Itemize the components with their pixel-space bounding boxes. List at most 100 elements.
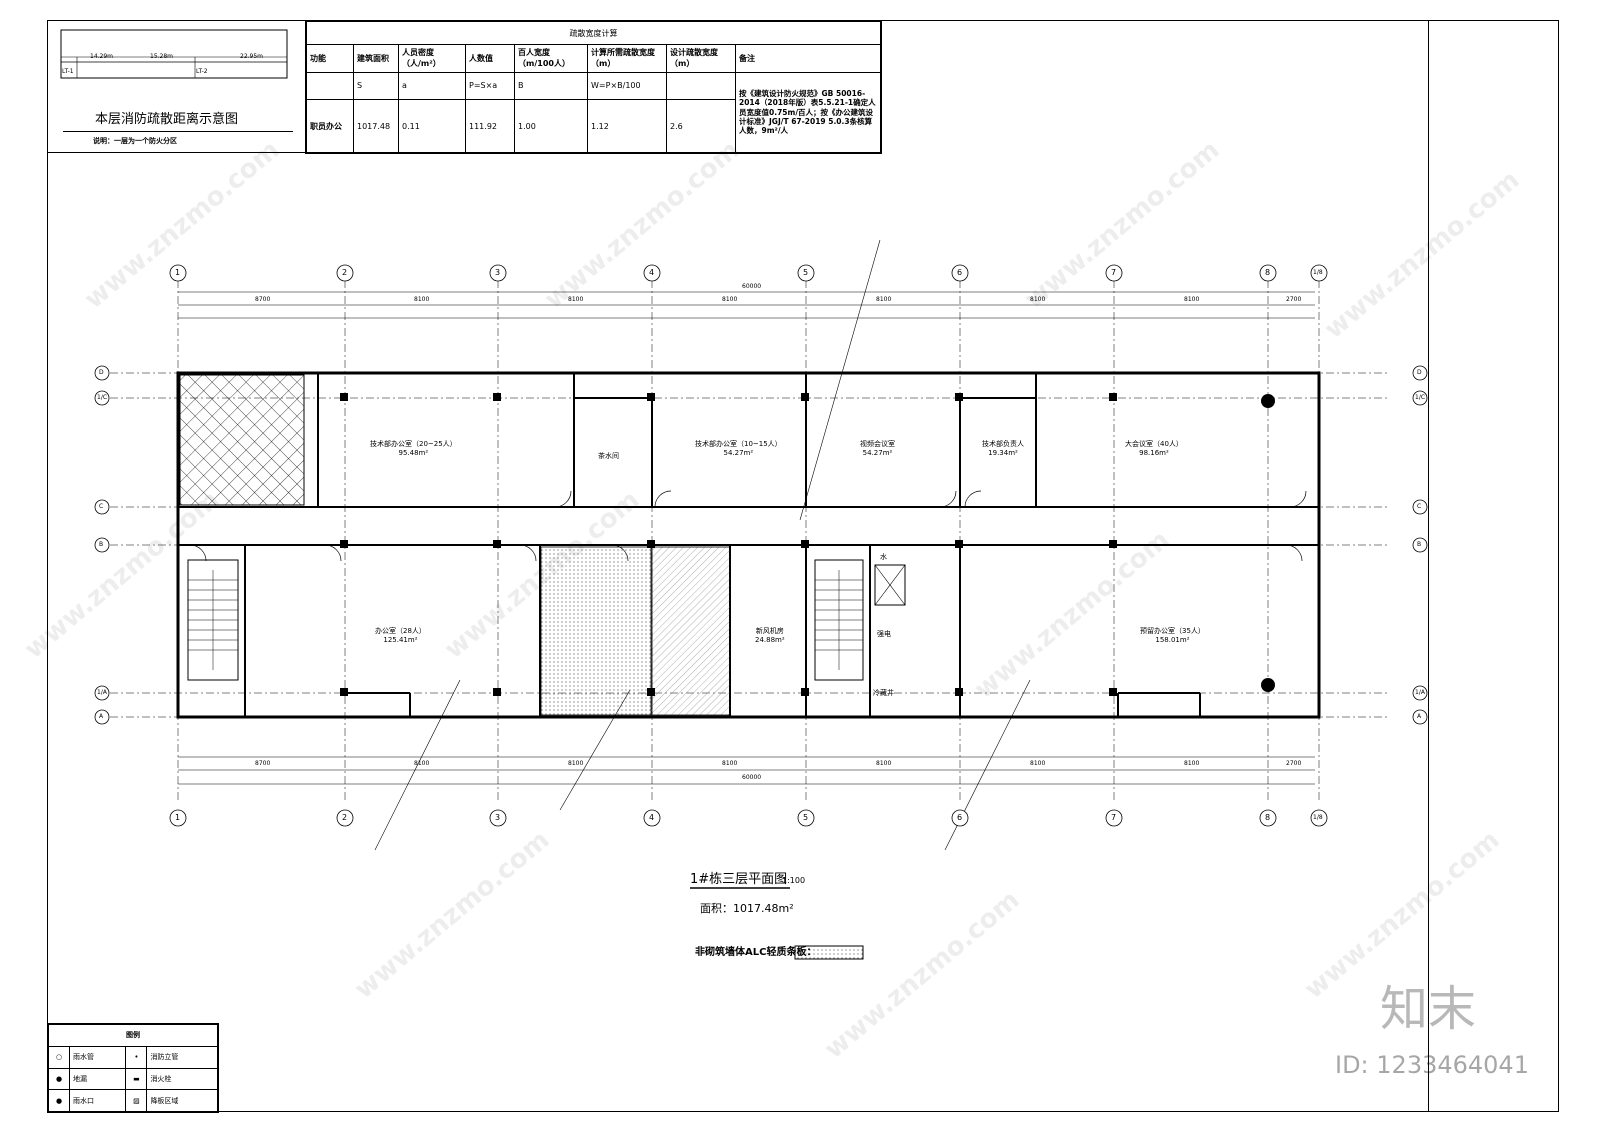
plan-scale: 1:100	[782, 876, 806, 885]
calc-symbol: W=P×B/100	[587, 71, 667, 101]
room-label: 技术部办公室（10~15人）54.27m²	[695, 440, 782, 458]
span-dim: 8100	[414, 760, 430, 767]
axis-label: 2	[342, 813, 348, 822]
elevator	[874, 564, 906, 606]
legend-label: 降板区域	[146, 1089, 218, 1112]
span-dim: 8100	[414, 296, 430, 303]
row-axis-label: 1/A	[1415, 689, 1425, 696]
evac-title-underline	[63, 131, 293, 132]
calc-cell: 1.12	[587, 99, 667, 153]
calc-symbol	[306, 71, 354, 101]
calc-header: 备注	[735, 44, 881, 73]
legend-symbol: ▬	[125, 1067, 148, 1091]
axis-bubbles	[94, 264, 1428, 827]
room-label: 冷藏井	[873, 689, 894, 697]
legend-symbol: ●	[48, 1067, 70, 1091]
calc-cell: 0.11	[398, 99, 466, 153]
span-dim: 8100	[876, 760, 892, 767]
toilet-area	[179, 374, 305, 506]
axis-label: 1/8	[1313, 814, 1323, 821]
plan-title: 1#栋三层平面图	[690, 872, 788, 887]
row-axis-label: C	[1417, 503, 1422, 510]
legend-symbol: •	[125, 1045, 148, 1069]
calc-symbol	[666, 71, 736, 101]
span-dim: 8100	[722, 296, 738, 303]
row-axis-label: 1/A	[97, 689, 107, 696]
legend-box: 图例 ○ 雨水管 • 消防立管 ● 地漏 ▬ 消火栓 ● 雨水口 ▨ 降板区域	[47, 1023, 219, 1113]
row-axis-label: 1/C	[1415, 394, 1426, 401]
room-label: 预留办公室（35人）158.01m²	[1140, 627, 1205, 645]
span-dim: 60000	[742, 283, 762, 290]
calc-cell: 2.6	[666, 99, 736, 153]
legend-symbol: ▨	[125, 1089, 148, 1112]
axis-label: 1	[175, 268, 181, 277]
span-dim: 8700	[255, 760, 271, 767]
span-dim: 60000	[742, 774, 762, 781]
span-dim: 8100	[1184, 296, 1200, 303]
evac-diagram-title: 本层消防疏散距离示意图	[95, 112, 239, 127]
alc-note: 非砌筑墙体ALC轻质条板：	[695, 947, 817, 958]
calc-symbol: B	[514, 71, 588, 101]
span-dim: 8100	[722, 760, 738, 767]
axis-label: 6	[957, 813, 963, 822]
axis-label: 3	[495, 813, 501, 822]
room-label: 茶水间	[598, 452, 619, 460]
legend-label: 地漏	[68, 1067, 127, 1091]
evac-length-2: 15.28m	[150, 53, 174, 60]
alc-zone-1	[540, 546, 652, 716]
axis-label: 4	[649, 813, 655, 822]
legend-symbol: ○	[48, 1045, 70, 1069]
grid-lines	[110, 280, 1390, 800]
row-axis-label: C	[99, 503, 104, 510]
legend-label: 消防立管	[146, 1045, 218, 1069]
top-dimension-lines	[178, 291, 1315, 785]
axis-label: 2	[342, 268, 348, 277]
alc-swatch	[794, 945, 864, 960]
legend-label: 雨水口	[68, 1089, 127, 1112]
axis-label: 4	[649, 268, 655, 277]
legend-title: 图例	[48, 1024, 218, 1047]
plan-area: 面积：1017.48m²	[700, 902, 794, 915]
span-dim: 8100	[568, 296, 584, 303]
row-axis-label: A	[1417, 713, 1422, 720]
alc-zone-2	[651, 546, 731, 716]
floor-plan-svg	[94, 239, 1428, 960]
columns	[340, 393, 1275, 696]
calc-header: 计算所需疏散宽度（m）	[587, 44, 667, 73]
axis-label: 7	[1111, 268, 1117, 277]
span-dim: 8700	[255, 296, 271, 303]
evac-tag-2: LT-2	[196, 68, 208, 75]
row-axis-label: A	[99, 713, 104, 720]
calc-header: 功能	[306, 44, 354, 73]
row-axis-label: B	[1417, 541, 1422, 548]
calc-symbol: a	[398, 71, 466, 101]
axis-label: 3	[495, 268, 501, 277]
legend-label: 雨水管	[68, 1045, 127, 1069]
logo-watermark: 知末	[1380, 981, 1477, 1037]
title-strip	[1427, 20, 1559, 1112]
axis-label: 1/8	[1313, 269, 1323, 276]
axis-label: 1	[175, 813, 181, 822]
span-dim: 8100	[1030, 296, 1046, 303]
evacuation-width-table: 疏散宽度计算 功能 建筑面积 人员密度（人/m²） 人数值 百人宽度（m/100…	[305, 20, 882, 154]
evac-diagram-note: 说明：一层为一个防火分区	[93, 137, 177, 145]
room-label: 办公室（28人）125.41m²	[375, 627, 426, 645]
calc-header: 设计疏散宽度（m）	[666, 44, 736, 73]
row-axis-label: 1/C	[97, 394, 108, 401]
axis-label: 6	[957, 268, 963, 277]
calc-symbol: S	[353, 71, 399, 101]
span-dim: 8100	[568, 760, 584, 767]
row-axis-label: B	[99, 541, 104, 548]
evac-length-1: 14.29m	[90, 53, 114, 60]
calc-note: 按《建筑设计防火规范》GB 50016-2014（2018年版）表5.5.21-…	[735, 71, 881, 154]
axis-label: 5	[803, 813, 809, 822]
calc-cell: 1017.48	[353, 99, 399, 153]
row-axis-label: D	[1417, 369, 1422, 376]
legend-symbol: ●	[48, 1089, 70, 1112]
span-dim: 8100	[876, 296, 892, 303]
calc-cell: 1.00	[514, 99, 588, 153]
room-label: 水	[880, 553, 887, 561]
